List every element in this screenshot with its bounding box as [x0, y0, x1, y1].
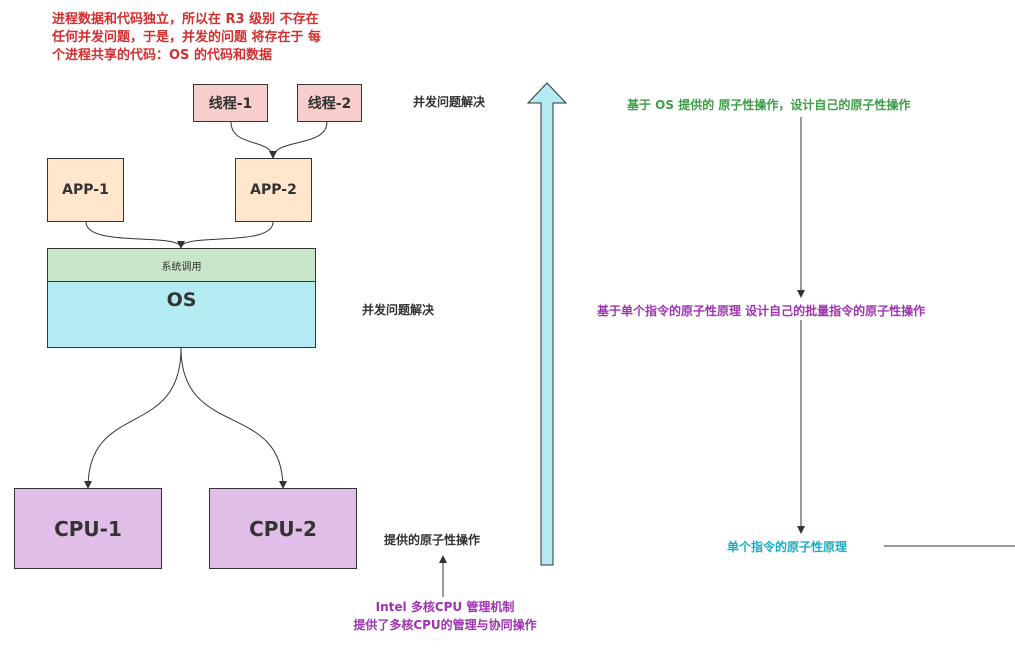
- concurrency-mid-label: 并发问题解决: [362, 303, 435, 317]
- syscall-label: 系统调用: [161, 261, 202, 273]
- cyan-label: 单个指令的原子性原理: [727, 540, 848, 554]
- app-2-label: APP-2: [250, 182, 297, 198]
- concurrency-top-label: 并发问题解决: [413, 95, 486, 109]
- os-box: OS: [47, 281, 316, 348]
- purple-label: 基于单个指令的原子性原理 设计自己的批量指令的原子性操作: [597, 304, 926, 318]
- intel-line-2: 提供了多核CPU的管理与协同操作: [353, 618, 537, 632]
- connector-app2-os: [180, 221, 274, 249]
- app-1-box: APP-1: [47, 158, 124, 222]
- green-label: 基于 OS 提供的 原子性操作，设计自己的原子性操作: [627, 98, 911, 112]
- cpu-2-box: CPU-2: [209, 488, 357, 569]
- connector-os-cpu2: [180, 347, 287, 489]
- connector-os-cpu1: [84, 347, 182, 489]
- big-up-arrow: [526, 82, 568, 566]
- note-text: 进程数据和代码独立，所以在 R3 级别 不存在 任何并发问题，于是，并发的问题 …: [52, 11, 321, 65]
- connector-thread1-app2: [230, 121, 277, 159]
- syscall-box: 系统调用: [47, 248, 316, 282]
- atomic-ops-label: 提供的原子性操作: [384, 533, 481, 547]
- intel-text: Intel 多核CPU 管理机制 提供了多核CPU的管理与协同操作: [320, 598, 570, 634]
- thread-1-box: 线程-1: [193, 84, 268, 122]
- thread-1-label: 线程-1: [208, 96, 253, 112]
- intel-line-1: Intel 多核CPU 管理机制: [375, 600, 515, 614]
- thread-2-label: 线程-2: [307, 96, 352, 112]
- cpu-2-label: CPU-2: [249, 516, 317, 541]
- thread-2-box: 线程-2: [297, 84, 362, 122]
- connector-app1-os: [85, 221, 185, 249]
- cpu-1-box: CPU-1: [14, 488, 162, 569]
- note-line-2: 任何并发问题，于是，并发的问题 将存在于 每: [52, 30, 322, 45]
- os-label: OS: [166, 289, 197, 311]
- note-line-1: 进程数据和代码独立，所以在 R3 级别 不存在: [52, 12, 319, 27]
- connector-thread2-app2: [272, 121, 328, 159]
- app-2-box: APP-2: [235, 158, 312, 222]
- app-1-label: APP-1: [62, 182, 109, 198]
- note-line-3: 个进程共享的代码：OS 的代码和数据: [52, 48, 272, 63]
- cpu-1-label: CPU-1: [54, 516, 122, 541]
